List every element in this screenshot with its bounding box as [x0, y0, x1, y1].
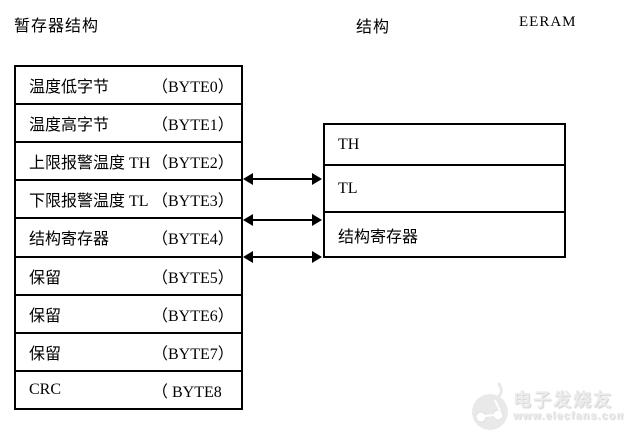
eeram-row-label: TL: [338, 179, 358, 197]
reg-row-label: 保留: [29, 269, 62, 287]
scratchpad-title: 暂存器结构: [14, 18, 100, 35]
reg-row-byte: （ BYTE8: [152, 383, 222, 401]
eeram-row-tl: TL: [325, 166, 564, 213]
reg-row-label: 温度高字节: [29, 117, 110, 135]
reg-row-byte: （BYTE1）: [152, 117, 234, 135]
watermark-text: 电子发烧友 www.elecfans.com: [513, 390, 624, 423]
eeram-row-label: 结构寄存器: [338, 228, 419, 246]
structure-label: 结构: [356, 19, 391, 36]
reg-row-byte: （BYTE4）: [152, 231, 234, 249]
table-row-byte6: 保留 （BYTE6）: [16, 296, 241, 334]
table-row-byte4: 结构寄存器 （BYTE4）: [16, 219, 241, 258]
eeram-row-label: TH: [338, 135, 360, 153]
reg-row-label: 保留: [29, 307, 62, 325]
eeram-label: EERAM: [519, 14, 577, 30]
watermark-brand: 电子发烧友: [513, 390, 613, 410]
reg-row-label: 下限报警温度 TL: [29, 193, 149, 211]
elecfans-logo-icon: [472, 382, 508, 430]
reg-row-label: 结构寄存器: [29, 231, 110, 249]
table-row-byte8: CRC （ BYTE8: [16, 372, 241, 408]
reg-row-byte: （BYTE7）: [152, 345, 234, 363]
table-row-byte2: 上限报警温度 TH （BYTE2）: [16, 143, 241, 182]
table-row-byte3: 下限报警温度 TL （BYTE3）: [16, 181, 241, 220]
reg-row-byte: （BYTE5）: [152, 269, 234, 287]
reg-row-byte: （BYTE2）: [152, 155, 234, 173]
table-row-byte7: 保留 （BYTE7）: [16, 334, 241, 372]
eeram-row-config: 结构寄存器: [325, 213, 564, 256]
double-arrow-th: [243, 173, 322, 185]
reg-row-label: 上限报警温度 TH: [29, 155, 151, 173]
table-row-byte5: 保留 （BYTE5）: [16, 258, 241, 296]
reg-row-label: CRC: [29, 380, 62, 398]
reg-row-label: 保留: [29, 345, 62, 363]
eeram-row-th: TH: [325, 125, 564, 166]
double-arrow-tl: [243, 214, 322, 226]
reg-row-byte: （BYTE6）: [152, 307, 234, 325]
watermark: 电子发烧友 www.elecfans.com: [468, 380, 624, 436]
scratchpad-register-table: 温度低字节 （BYTE0） 温度高字节 （BYTE1） 上限报警温度 TH （B…: [14, 65, 243, 410]
reg-row-byte: （BYTE0）: [152, 79, 234, 97]
table-row-byte1: 温度高字节 （BYTE1）: [16, 105, 241, 144]
eeram-box: TH TL 结构寄存器: [323, 123, 566, 258]
table-row-byte0: 温度低字节 （BYTE0）: [16, 67, 241, 106]
watermark-url: www.elecfans.com: [513, 410, 624, 422]
reg-row-label: 温度低字节: [29, 79, 110, 97]
reg-row-byte: （BYTE3）: [152, 193, 234, 211]
double-arrow-config: [243, 251, 322, 263]
